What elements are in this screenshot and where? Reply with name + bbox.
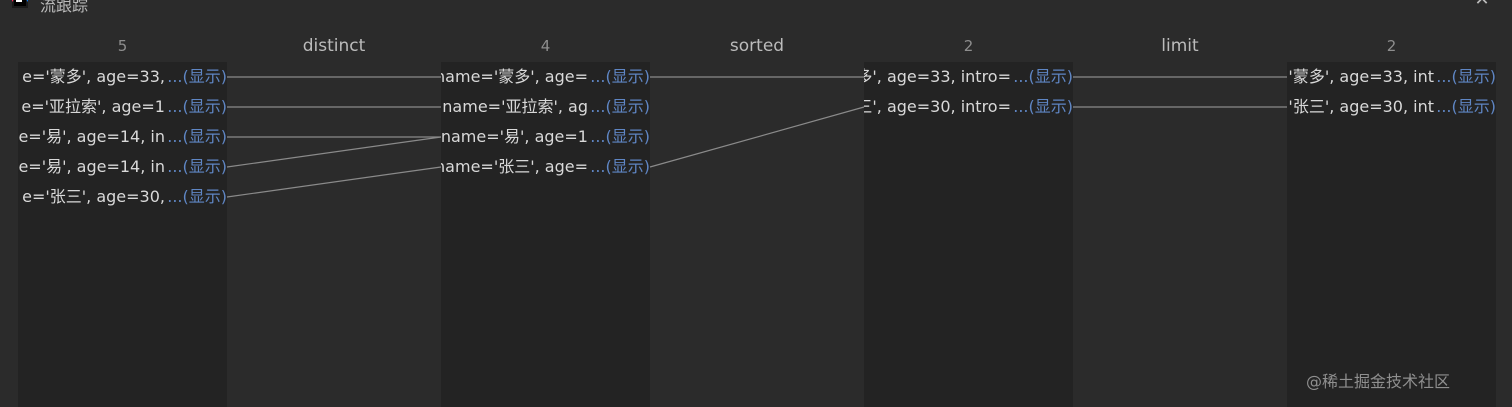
list-item[interactable]: name='张三', age= ...(显示) <box>441 152 650 182</box>
list-item[interactable]: name='蒙多', age= ...(显示) <box>441 62 650 92</box>
stage-column-source: e='蒙多', age=33, ...(显示) e='亚拉索', age=1 .… <box>18 62 227 407</box>
show-more-link[interactable]: ...(显示) <box>589 62 650 92</box>
operation-distinct: distinct <box>302 36 366 56</box>
watermark: @稀土掘金技术社区 <box>1306 372 1451 391</box>
list-item[interactable]: e='张三', age=30, ...(显示) <box>18 182 227 212</box>
close-icon[interactable]: ✕ <box>1472 0 1492 10</box>
stage-count-source: 5 <box>117 37 128 55</box>
element-text: name='亚拉索', ag <box>442 97 588 116</box>
element-text: 三', age=30, intro= <box>864 97 1011 116</box>
show-more-link[interactable]: ...(显示) <box>1012 62 1073 92</box>
list-item[interactable]: '蒙多', age=33, int ...(显示) <box>1287 62 1496 92</box>
show-more-link[interactable]: ...(显示) <box>166 182 227 212</box>
list-item[interactable]: name='易', age=1 ...(显示) <box>441 122 650 152</box>
list-item[interactable]: '张三', age=30, int ...(显示) <box>1287 92 1496 122</box>
stage-column-sorted: 多', age=33, intro= ...(显示) 三', age=30, i… <box>864 62 1073 407</box>
title-bar: 流跟踪 ✕ <box>0 0 1512 15</box>
list-item[interactable]: e='易', age=14, in ...(显示) <box>18 122 227 152</box>
show-more-link[interactable]: ...(显示) <box>1435 92 1496 122</box>
element-text: '张三', age=30, int <box>1288 97 1434 116</box>
element-text: e='亚拉索', age=1 <box>21 97 165 116</box>
element-text: e='蒙多', age=33, <box>22 67 165 86</box>
list-item[interactable]: 多', age=33, intro= ...(显示) <box>864 62 1073 92</box>
stage-count-distinct: 4 <box>540 37 551 55</box>
element-text: e='易', age=14, in <box>18 127 165 146</box>
show-more-link[interactable]: ...(显示) <box>166 122 227 152</box>
element-text: name='张三', age= <box>441 157 588 176</box>
list-item[interactable]: e='蒙多', age=33, ...(显示) <box>18 62 227 92</box>
connector-line <box>226 136 442 168</box>
element-text: e='张三', age=30, <box>22 187 165 206</box>
show-more-link[interactable]: ...(显示) <box>166 152 227 182</box>
element-text: 多', age=33, intro= <box>864 67 1011 86</box>
stage-count-sorted: 2 <box>963 37 974 55</box>
list-item[interactable]: e='亚拉索', age=1 ...(显示) <box>18 92 227 122</box>
show-more-link[interactable]: ...(显示) <box>166 62 227 92</box>
list-item[interactable]: e='易', age=14, in ...(显示) <box>18 152 227 182</box>
show-more-link[interactable]: ...(显示) <box>1012 92 1073 122</box>
element-text: e='易', age=14, in <box>18 157 165 176</box>
stage-column-distinct: name='蒙多', age= ...(显示) name='亚拉索', ag .… <box>441 62 650 407</box>
operation-limit: limit <box>1161 36 1199 56</box>
stage-column-limit: '蒙多', age=33, int ...(显示) '张三', age=30, … <box>1287 62 1496 407</box>
list-item[interactable]: 三', age=30, intro= ...(显示) <box>864 92 1073 122</box>
intellij-app-icon <box>12 0 28 8</box>
connector-line <box>226 166 442 198</box>
window-title: 流跟踪 <box>40 0 89 15</box>
show-more-link[interactable]: ...(显示) <box>589 152 650 182</box>
list-item[interactable]: name='亚拉索', ag ...(显示) <box>441 92 650 122</box>
show-more-link[interactable]: ...(显示) <box>589 122 650 152</box>
stage-count-limit: 2 <box>1386 37 1397 55</box>
operation-sorted: sorted <box>729 36 785 56</box>
element-text: name='蒙多', age= <box>441 67 588 86</box>
show-more-link[interactable]: ...(显示) <box>1435 62 1496 92</box>
element-text: '蒙多', age=33, int <box>1288 67 1434 86</box>
connector-line <box>649 106 865 168</box>
element-text: name='易', age=1 <box>441 127 588 146</box>
show-more-link[interactable]: ...(显示) <box>166 92 227 122</box>
show-more-link[interactable]: ...(显示) <box>589 92 650 122</box>
